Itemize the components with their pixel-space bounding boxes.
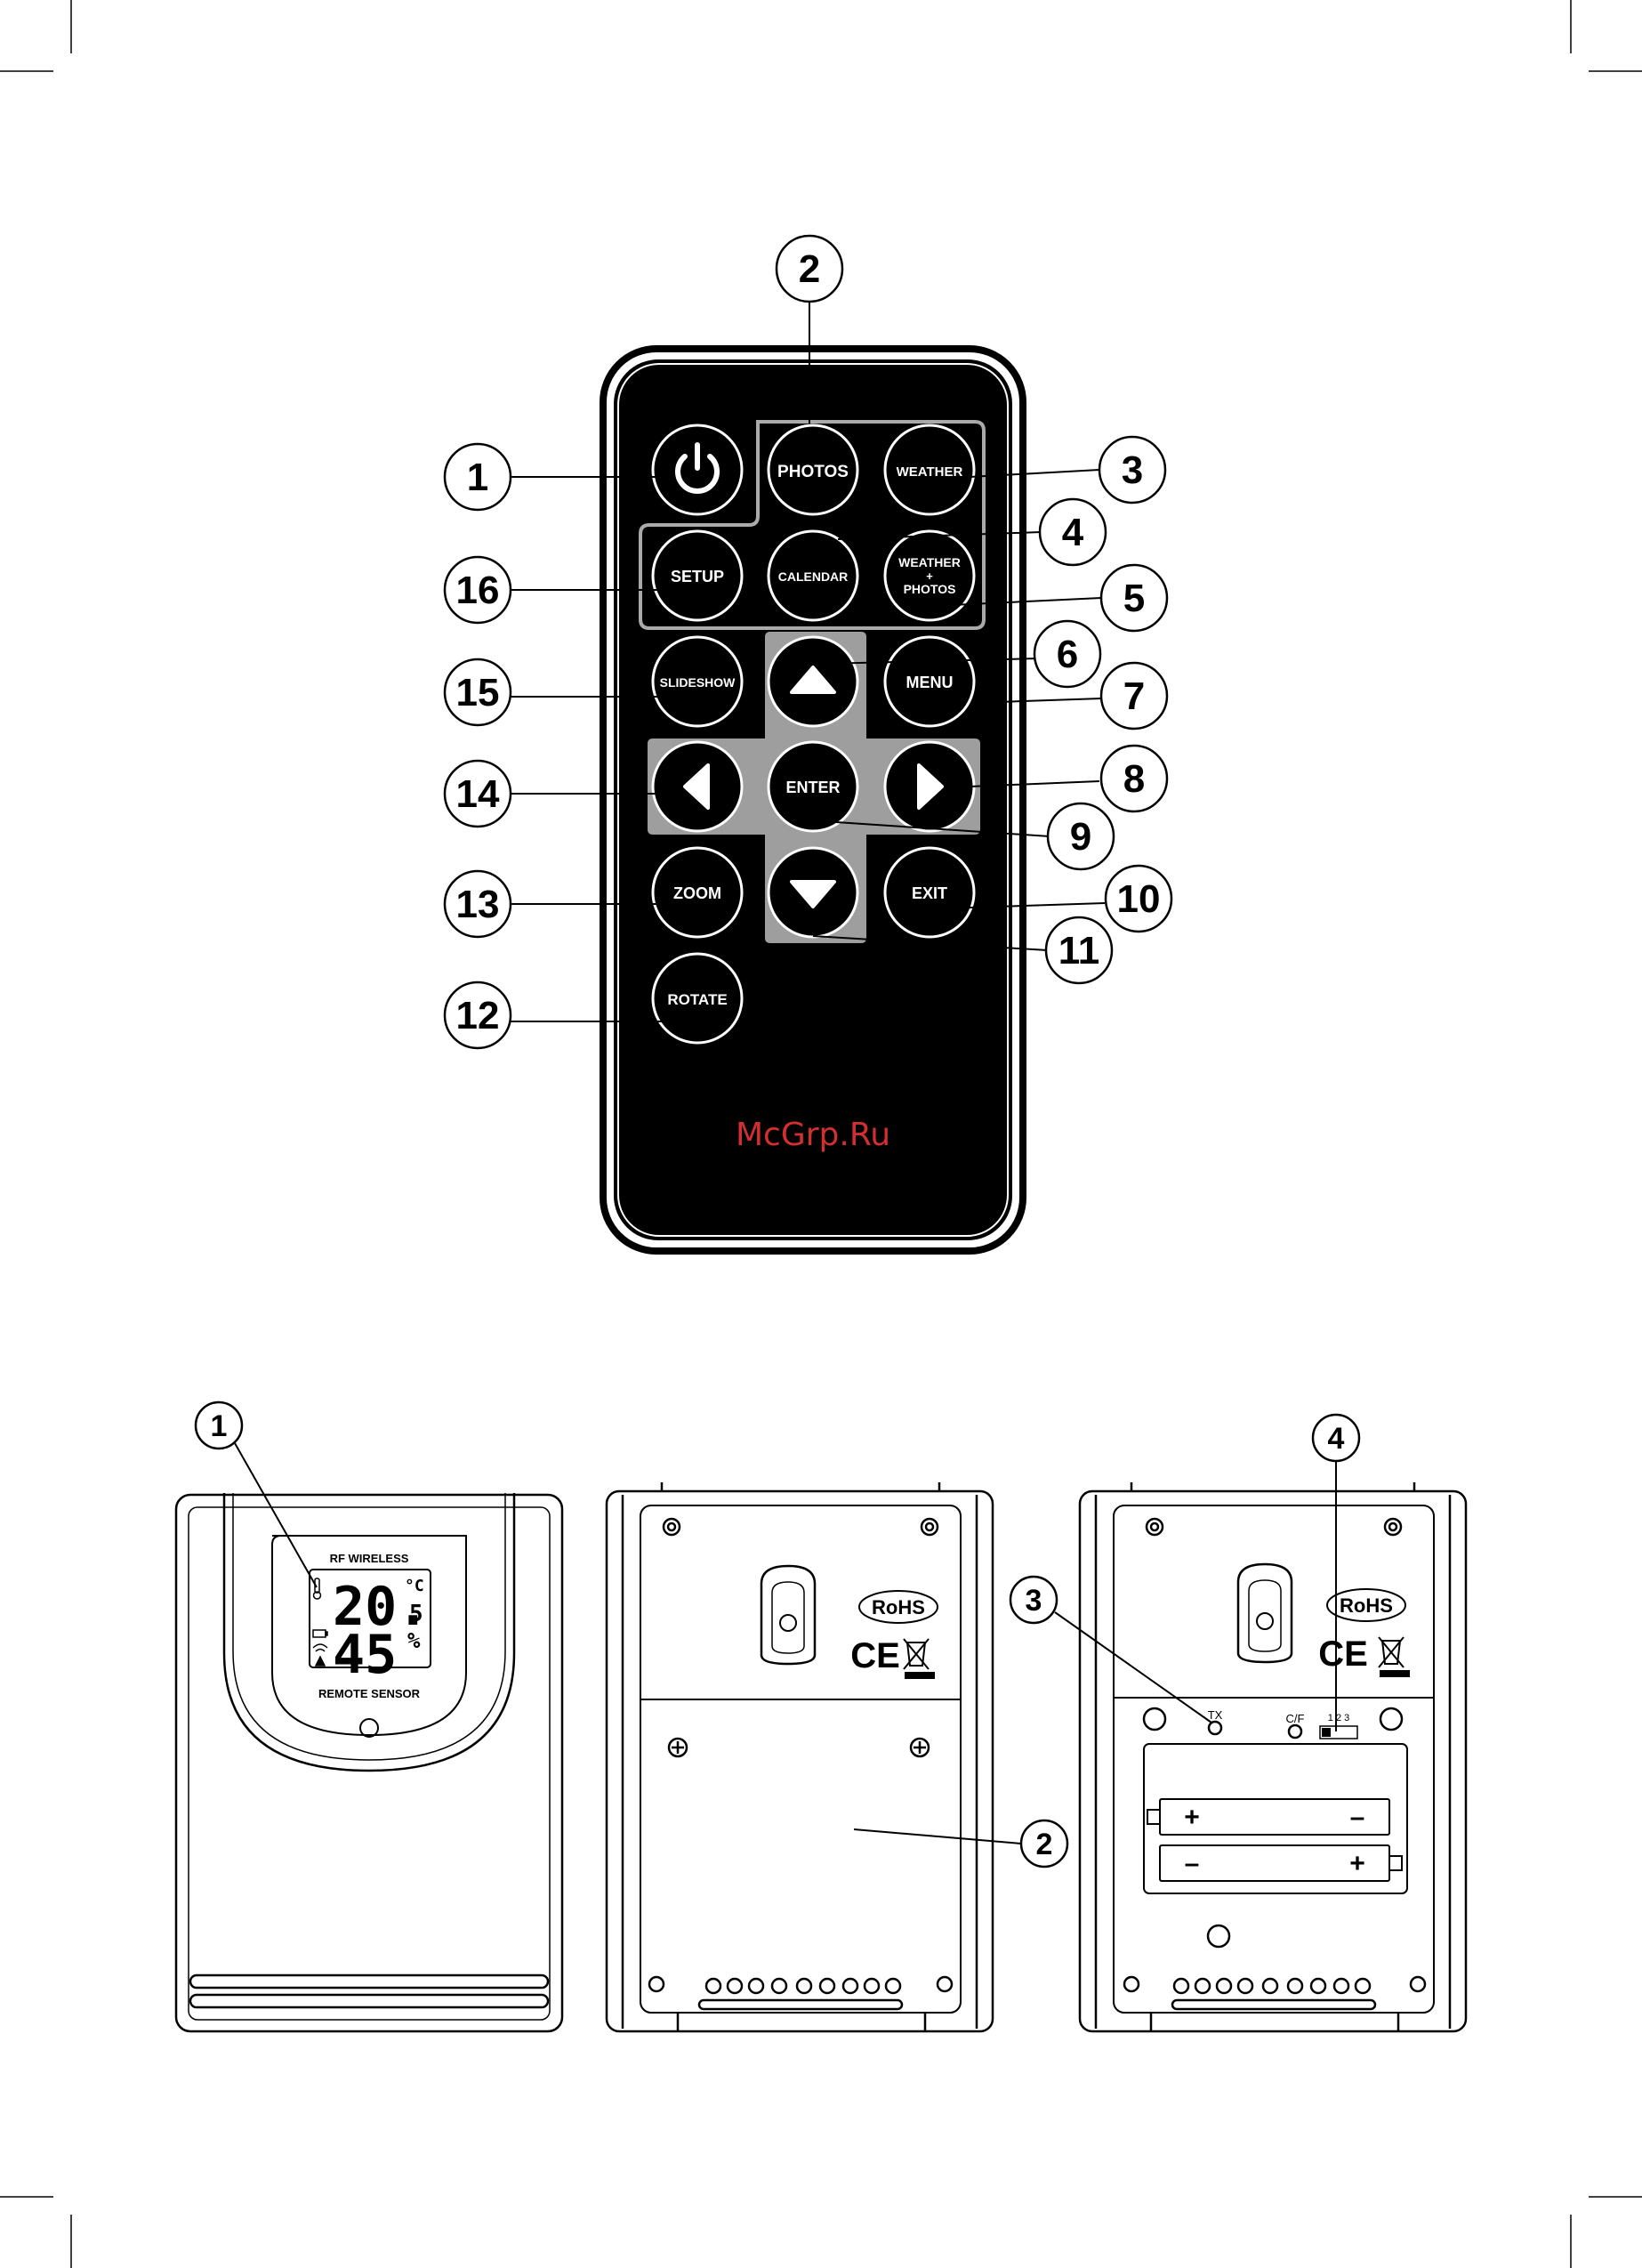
callout-7: 7: [1101, 663, 1167, 729]
svg-text:5: 5: [1123, 577, 1145, 620]
exit-button[interactable]: EXIT: [885, 848, 974, 937]
weather-photos-label-line1: WEATHER: [898, 555, 961, 569]
up-button[interactable]: [769, 637, 857, 726]
svg-text:2: 2: [1036, 1828, 1053, 1861]
callout-4: 4: [1040, 499, 1106, 565]
sensor-front-text: RF WIRELESS 20. °C 5 45 % REMOTE SENSOR: [313, 1552, 429, 1700]
battery-bottom-minus: –: [1185, 1849, 1200, 1878]
ce-mark: CE: [1318, 1634, 1368, 1674]
remote-control: PHOTOS WEATHER SETUP CALENDAR WEATHER + …: [603, 349, 1023, 1251]
callout-15: 15: [445, 659, 511, 725]
humidity-readout: 45: [333, 1624, 397, 1686]
thermometer-icon: [314, 1578, 321, 1599]
svg-text:7: 7: [1123, 674, 1145, 718]
sensor-back-open: [1080, 1482, 1466, 2031]
weather-button[interactable]: WEATHER: [885, 425, 974, 514]
battery-top-minus: –: [1350, 1803, 1365, 1832]
svg-text:13: 13: [456, 883, 500, 926]
sensor-back-open-text: RoHS CE TX C/F 1 2 3 + – – +: [1184, 1594, 1409, 1878]
tx-label: TX: [1208, 1708, 1223, 1722]
svg-text:10: 10: [1117, 877, 1161, 921]
watermark-text: McGrp.Ru: [736, 1117, 890, 1153]
svg-text:3: 3: [1026, 1584, 1042, 1618]
callout-10: 10: [1106, 866, 1171, 932]
sensor-back-closed-text: RoHS CE: [850, 1596, 934, 1678]
battery-bottom-plus: +: [1349, 1849, 1365, 1878]
svg-text:1: 1: [467, 456, 488, 499]
battery-icon: [313, 1630, 327, 1637]
rotate-button-label: ROTATE: [667, 991, 727, 1008]
slideshow-button[interactable]: SLIDESHOW: [653, 637, 742, 726]
rf-wireless-label: RF WIRELESS: [330, 1552, 409, 1565]
battery-top-plus: +: [1184, 1803, 1200, 1832]
svg-text:16: 16: [456, 569, 500, 612]
sensor-front: [176, 1493, 562, 2031]
svg-text:3: 3: [1122, 448, 1143, 492]
menu-button-label: MENU: [906, 674, 954, 691]
ce-mark: CE: [850, 1636, 900, 1675]
calendar-button[interactable]: CALENDAR: [769, 531, 857, 620]
callout-3: 3: [1099, 437, 1165, 503]
zoom-button[interactable]: ZOOM: [653, 848, 742, 937]
cf-label: C/F: [1286, 1712, 1305, 1725]
photos-button-label: PHOTOS: [777, 463, 849, 481]
weee-bin-icon: [904, 1639, 934, 1678]
channel-label: 1 2 3: [1328, 1713, 1349, 1723]
svg-text:1: 1: [211, 1409, 228, 1443]
callout-11: 11: [1046, 917, 1112, 983]
enter-button-label: ENTER: [785, 779, 840, 796]
photos-button[interactable]: PHOTOS: [769, 425, 857, 514]
svg-text:6: 6: [1057, 633, 1078, 676]
power-button[interactable]: [653, 425, 742, 514]
exit-button-label: EXIT: [912, 884, 947, 902]
callout-14: 14: [445, 761, 511, 827]
weee-bin-icon: [1379, 1637, 1409, 1676]
signal-icon: [313, 1644, 327, 1666]
callout-12: 12: [445, 982, 511, 1048]
enter-button[interactable]: ENTER: [769, 742, 857, 831]
callout-2: 2: [777, 236, 842, 302]
rohs-label: RoHS: [1340, 1594, 1393, 1617]
sensor-back-open-callouts: 3 4: [1010, 1415, 1359, 1731]
svg-text:15: 15: [456, 671, 500, 714]
temperature-unit: °C: [405, 1577, 424, 1595]
humidity-unit: %: [407, 1628, 421, 1653]
svg-text:4: 4: [1328, 1422, 1345, 1456]
svg-text:8: 8: [1123, 757, 1145, 801]
zoom-button-label: ZOOM: [673, 884, 721, 902]
weather-photos-button[interactable]: WEATHER + PHOTOS: [885, 531, 974, 620]
rohs-label: RoHS: [872, 1596, 925, 1618]
svg-text:11: 11: [1058, 929, 1100, 973]
right-button[interactable]: [885, 742, 974, 831]
weather-button-label: WEATHER: [897, 464, 963, 480]
callout-1: 1: [445, 444, 511, 510]
svg-text:9: 9: [1070, 815, 1091, 859]
setup-button-label: SETUP: [671, 568, 724, 585]
slideshow-button-label: SLIDESHOW: [660, 675, 736, 690]
setup-button[interactable]: SETUP: [653, 531, 742, 620]
left-button[interactable]: [653, 742, 742, 831]
svg-text:12: 12: [456, 994, 500, 1037]
callout-9: 9: [1048, 803, 1114, 869]
down-button[interactable]: [769, 848, 857, 937]
svg-text:14: 14: [456, 772, 500, 816]
weather-photos-label-line3: PHOTOS: [904, 582, 956, 596]
sensor-back-closed: [607, 1482, 993, 2031]
callout-5: 5: [1101, 565, 1167, 631]
callout-8: 8: [1101, 746, 1167, 811]
menu-button[interactable]: MENU: [885, 637, 974, 726]
rotate-button[interactable]: ROTATE: [653, 954, 742, 1043]
callout-16: 16: [445, 557, 511, 623]
svg-text:2: 2: [799, 247, 820, 291]
callout-6: 6: [1034, 621, 1100, 687]
weather-photos-label-line2: +: [926, 569, 933, 583]
temperature-decimal: 5: [409, 1601, 423, 1627]
svg-text:4: 4: [1062, 511, 1084, 554]
calendar-button-label: CALENDAR: [778, 569, 849, 584]
callout-13: 13: [445, 871, 511, 937]
remote-sensor-label: REMOTE SENSOR: [318, 1687, 421, 1700]
